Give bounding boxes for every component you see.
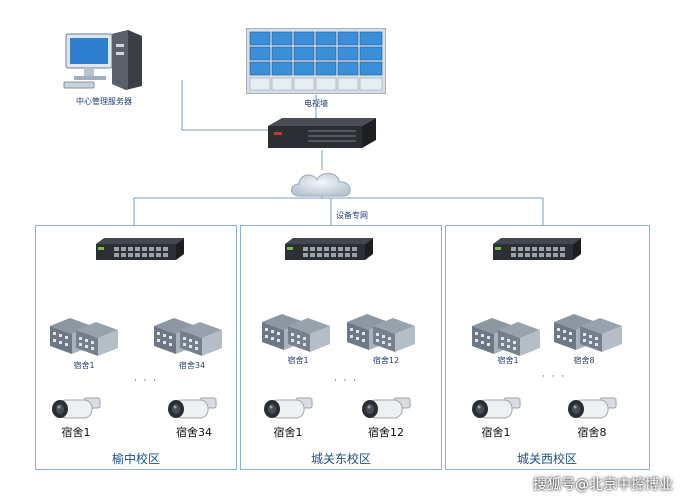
- switch-icon: [285, 238, 373, 260]
- management-server-icon: [62, 28, 144, 90]
- zone-title: 城关东校区: [310, 452, 372, 466]
- building-label: 宿舍8: [573, 356, 595, 365]
- switch-icon: [96, 238, 184, 260]
- distribution-line: [133, 197, 544, 232]
- zone-title: 城关西校区: [516, 452, 578, 466]
- more-indicator: · · ·: [133, 376, 159, 386]
- network-label: 设备专网: [336, 211, 368, 220]
- zone-title: 榆中校区: [111, 452, 161, 466]
- server-nvr-line: [181, 80, 268, 131]
- video-wall-label: 电视墙: [304, 99, 328, 108]
- camera-label: 宿舍34: [176, 426, 212, 439]
- switch-icon: [493, 238, 581, 260]
- watermark: 搜狐号@北京中控博业: [533, 477, 673, 493]
- video-wall-icon: [246, 28, 386, 94]
- nvr-recorder-icon: [268, 118, 376, 150]
- camera-label: 宿舍1: [61, 426, 91, 439]
- building-label: 宿舍1: [73, 361, 95, 370]
- more-indicator: · · ·: [333, 376, 359, 386]
- more-indicator: · · ·: [541, 372, 567, 382]
- network-cloud-icon: [287, 168, 357, 200]
- zone-chengguan-east: [240, 225, 442, 470]
- building-label: 宿舍1: [497, 356, 519, 365]
- building-label: 宿舍12: [372, 356, 400, 365]
- building-label: 宿舍34: [178, 361, 206, 370]
- camera-label: 宿舍12: [368, 426, 404, 439]
- camera-label: 宿舍8: [577, 426, 607, 439]
- server-label: 中心管理服务器: [76, 97, 132, 106]
- camera-label: 宿舍1: [273, 426, 303, 439]
- building-label: 宿舍1: [287, 356, 309, 365]
- camera-label: 宿舍1: [481, 426, 511, 439]
